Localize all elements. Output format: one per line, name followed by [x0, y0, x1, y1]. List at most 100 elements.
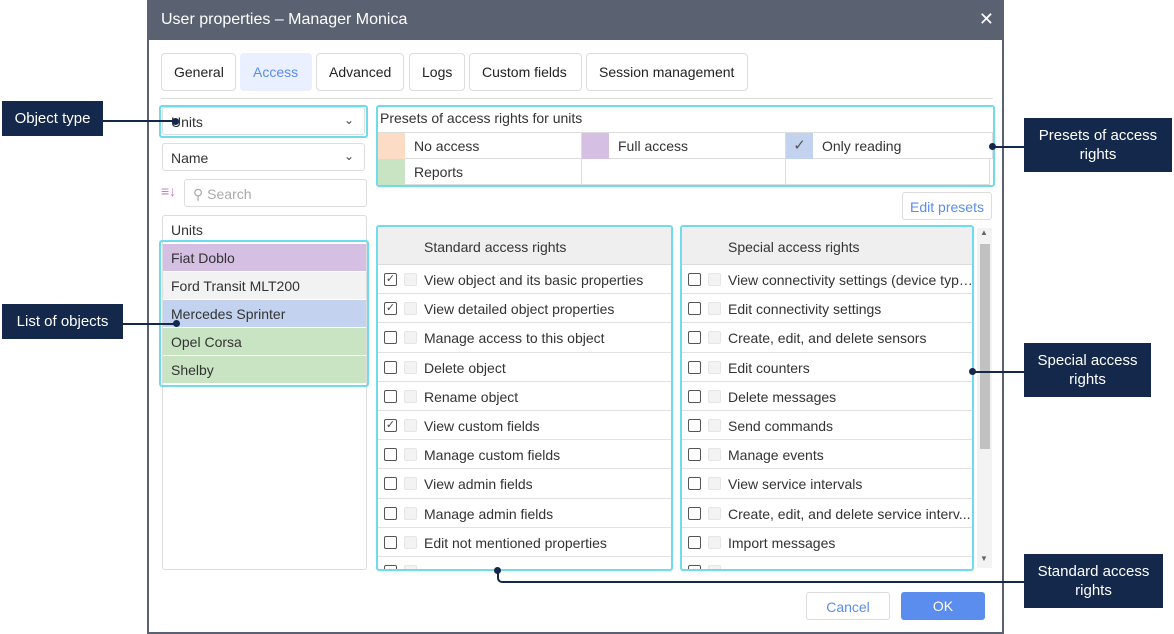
checkbox-disabled [404, 390, 417, 403]
table-row: Manage access to this object [378, 323, 671, 352]
checkbox-disabled [404, 273, 417, 286]
presets-panel: Presets of access rights for units No ac… [376, 105, 995, 187]
check-icon: ✓ [786, 133, 813, 159]
presets-title: Presets of access rights for units [380, 110, 582, 126]
table-row: ✓View detailed object properties [378, 294, 671, 323]
close-icon[interactable]: ✕ [979, 9, 994, 30]
table-row: Manage custom fields [378, 440, 671, 469]
checkbox[interactable] [688, 361, 701, 374]
checkbox[interactable] [688, 507, 701, 520]
tab-logs[interactable]: Logs [409, 53, 465, 91]
table-row-partial [682, 557, 972, 571]
preset-empty-cell [786, 159, 990, 185]
edit-presets-button[interactable]: Edit presets [902, 192, 992, 220]
preset-color-swatch [378, 133, 405, 159]
scrollbar[interactable]: ▲ ▼ [977, 228, 992, 568]
sort-order-icon[interactable]: ≡↓ [161, 183, 176, 199]
scrollbar-thumb[interactable] [980, 244, 990, 449]
checkbox-disabled [708, 536, 721, 549]
checkbox[interactable]: ✓ [384, 302, 397, 315]
callout-dot [173, 320, 180, 327]
checkbox[interactable]: ✓ [384, 273, 397, 286]
checkbox[interactable] [384, 507, 397, 520]
table-row: Create, edit, and delete sensors [682, 323, 972, 352]
checkbox[interactable] [384, 536, 397, 549]
tab-custom-fields[interactable]: Custom fields [469, 53, 582, 91]
right-label: Rename object [424, 389, 669, 405]
preset-only-reading[interactable]: ✓Only reading [786, 133, 993, 159]
object-type-select[interactable]: Units⌄ [162, 107, 365, 135]
cancel-button[interactable]: Cancel [806, 592, 890, 620]
checkbox[interactable]: ✓ [384, 419, 397, 432]
checkbox[interactable] [688, 390, 701, 403]
checkbox-disabled [708, 361, 721, 374]
dialog-titlebar: User properties – Manager Monica ✕ [149, 0, 1004, 40]
checkbox[interactable] [688, 273, 701, 286]
checkbox[interactable] [384, 477, 397, 490]
table-row: Rename object [378, 382, 671, 411]
search-placeholder: Search [207, 186, 251, 202]
checkbox[interactable] [688, 536, 701, 549]
preset-no-access[interactable]: No access [378, 133, 582, 159]
tab-access[interactable]: Access [240, 53, 312, 91]
checkbox[interactable] [384, 448, 397, 461]
checkbox-disabled [708, 331, 721, 344]
checkbox[interactable] [688, 331, 701, 344]
right-label: Import messages [728, 535, 973, 551]
right-label: View service intervals [728, 476, 973, 492]
right-label: Edit connectivity settings [728, 301, 973, 317]
ok-button[interactable]: OK [901, 592, 985, 620]
checkbox-disabled [708, 273, 721, 286]
checkbox-disabled [404, 361, 417, 374]
divider [161, 98, 993, 99]
tab-advanced[interactable]: Advanced [316, 53, 404, 91]
tab-session-management[interactable]: Session management [586, 53, 748, 91]
table-row: Manage events [682, 440, 972, 469]
checkbox[interactable] [384, 331, 397, 344]
table-row: Delete messages [682, 382, 972, 411]
table-row: Send commands [682, 411, 972, 440]
checkbox[interactable] [384, 361, 397, 374]
search-icon: ⚲ [193, 186, 203, 202]
preset-reports[interactable]: Reports [378, 159, 582, 185]
checkbox-disabled [404, 302, 417, 315]
table-row: Delete object [378, 353, 671, 382]
callout-dot [172, 118, 179, 125]
right-label: Manage access to this object [424, 330, 669, 346]
checkbox-disabled [708, 419, 721, 432]
scroll-down-icon[interactable]: ▼ [980, 554, 988, 563]
checkbox-disabled [708, 302, 721, 315]
callout-list-of-objects: List of objects [2, 304, 123, 339]
checkbox[interactable] [384, 390, 397, 403]
checkbox-disabled [708, 507, 721, 520]
search-input[interactable]: ⚲ Search [184, 179, 367, 207]
scroll-up-icon[interactable]: ▲ [980, 228, 988, 237]
right-label: Manage custom fields [424, 447, 669, 463]
table-row: Create, edit, and delete service interv.… [682, 499, 972, 528]
tab-general[interactable]: General [161, 53, 236, 91]
standard-rights-header: Standard access rights [378, 227, 671, 265]
chevron-down-icon: ⌄ [344, 149, 354, 163]
checkbox-disabled [404, 565, 417, 571]
checkbox[interactable] [688, 419, 701, 432]
table-row: View admin fields [378, 469, 671, 498]
checkbox-disabled [708, 477, 721, 490]
checkbox[interactable] [688, 302, 701, 315]
special-rights-header: Special access rights [682, 227, 972, 265]
callout-dot [989, 143, 996, 150]
chevron-down-icon: ⌄ [344, 113, 354, 127]
table-row: View connectivity settings (device type.… [682, 265, 972, 294]
sort-by-select[interactable]: Name⌄ [162, 143, 365, 171]
table-row: Edit connectivity settings [682, 294, 972, 323]
checkbox-disabled [404, 419, 417, 432]
preset-label: Reports [414, 164, 463, 180]
checkbox[interactable] [384, 565, 397, 571]
preset-full-access[interactable]: Full access [582, 133, 786, 159]
callout-dot [494, 567, 501, 574]
right-label: Delete object [424, 360, 669, 376]
object-list-highlight [159, 240, 369, 387]
checkbox[interactable] [688, 477, 701, 490]
table-row-partial [378, 557, 671, 571]
checkbox[interactable] [688, 448, 701, 461]
callout-line [973, 371, 1024, 373]
